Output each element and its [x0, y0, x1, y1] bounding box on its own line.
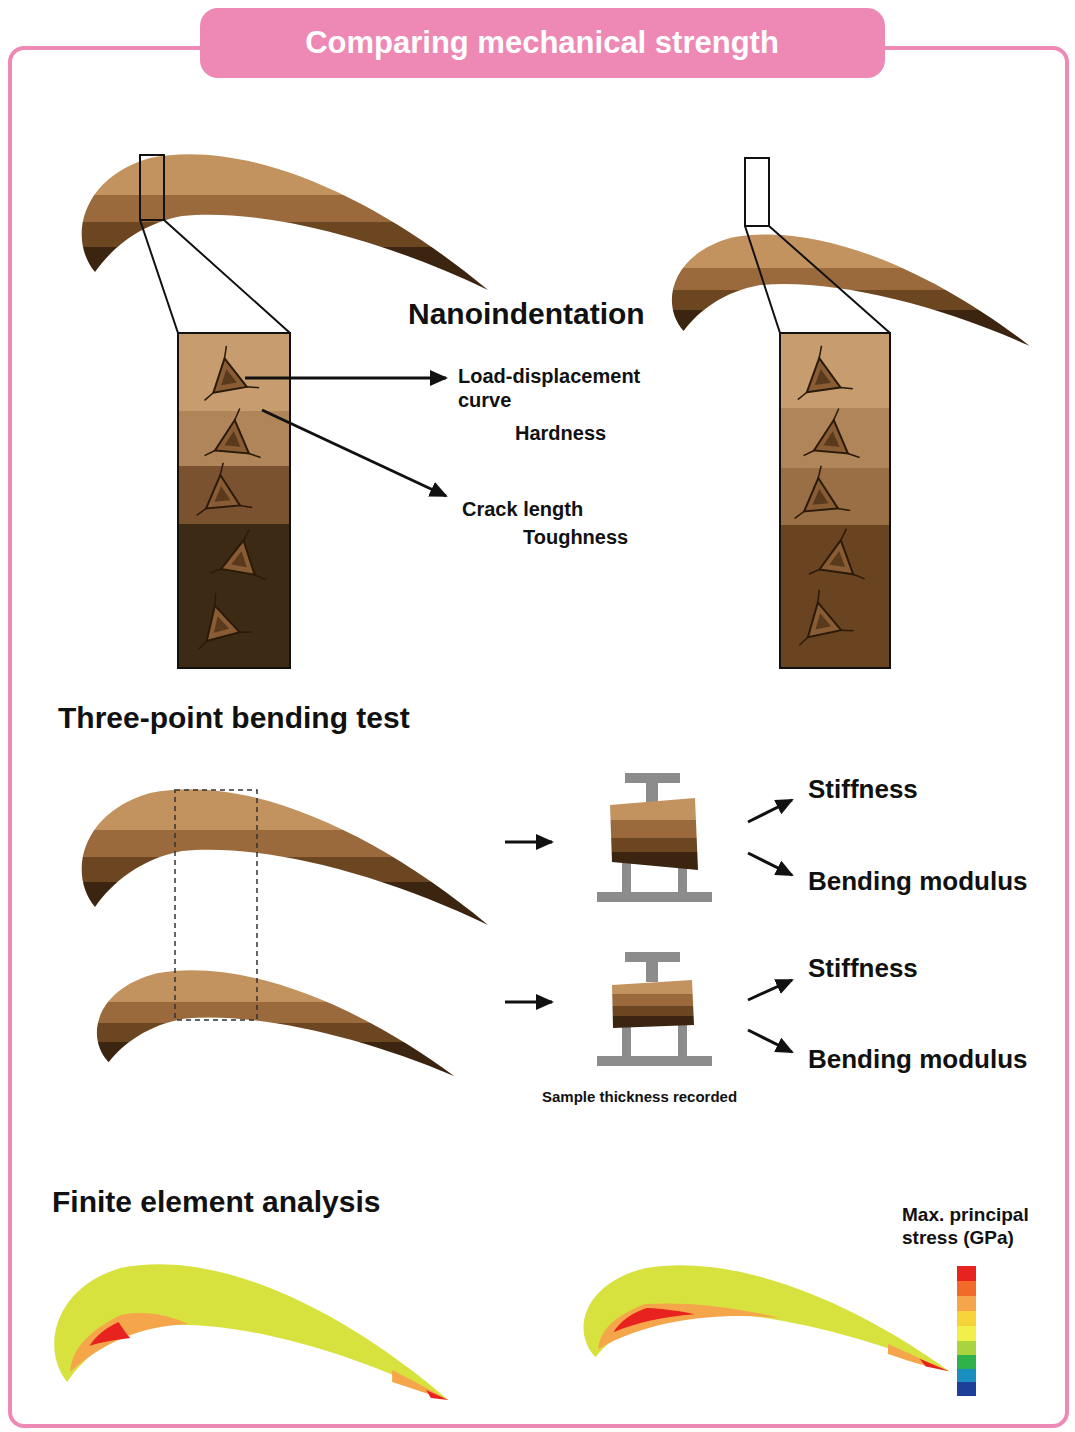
method-output-label: Hardness [515, 421, 606, 445]
method-output-label: Crack length [462, 497, 583, 521]
output-label: Bending modulus [808, 866, 1028, 897]
colorbar-title: Max. principal stress (GPa) [902, 1204, 1052, 1250]
note-label: Sample thickness recorded [542, 1088, 737, 1106]
output-label: Stiffness [808, 953, 918, 984]
section-heading: Nanoindentation [408, 296, 645, 332]
output-label: Stiffness [808, 774, 918, 805]
title-text: Comparing mechanical strength [305, 24, 779, 61]
output-label: Bending modulus [808, 1044, 1028, 1075]
method-output-label: Toughness [523, 525, 628, 549]
section-heading: Finite element analysis [52, 1184, 380, 1220]
method-output-label: Load-displacement curve [458, 364, 673, 412]
section-heading: Three-point bending test [58, 700, 410, 736]
